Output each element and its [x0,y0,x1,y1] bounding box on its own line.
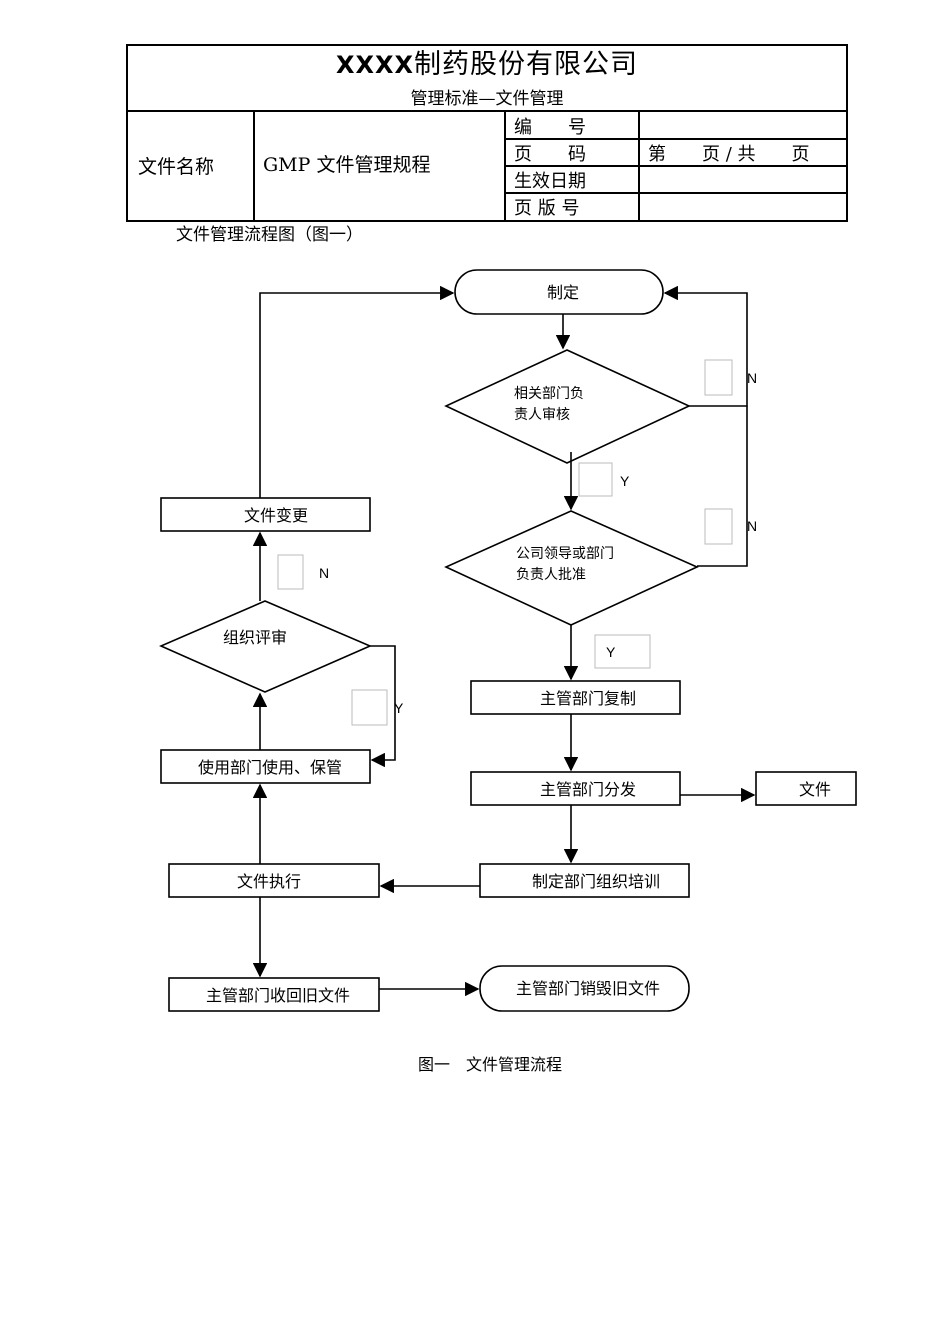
node-review-label-2: 责人审核 [514,407,570,423]
label-box [277,554,304,590]
node-review-label-1: 相关部门负 [514,386,584,402]
doc-name-value: GMP 文件管理规程 [263,154,431,176]
evaluate-diamond [159,600,373,693]
use-box [160,749,371,784]
divider [253,112,255,220]
destroy-terminator [479,965,690,1012]
node-copy-label: 主管部门复制 [540,689,636,708]
label-yes: Y [394,700,404,716]
connector [697,406,748,567]
node-start-label: 制定 [547,283,579,302]
execute-box [168,863,380,898]
company-prefix: XXXX [335,51,414,79]
label-box [704,508,733,545]
header-subtitle: 管理标准—文件管理 [410,89,564,109]
node-execute-label: 文件执行 [237,872,301,891]
node-file-label: 文件 [799,780,831,799]
label-no: N [747,518,757,534]
label-box [578,462,613,497]
training-box [479,863,690,898]
label-box [704,359,733,396]
node-recall-label: 主管部门收回旧文件 [206,986,350,1005]
copy-box [470,680,681,715]
node-change-label: 文件变更 [244,506,308,525]
file-box [755,771,857,806]
label-box [594,634,651,669]
node-use-label: 使用部门使用、保管 [198,758,342,777]
header-title-row: XXXX制药股份有限公司 管理标准—文件管理 [128,46,846,112]
change-box [160,497,371,532]
start-terminator [454,269,664,315]
node-approve-label-1: 公司领导或部门 [516,546,614,562]
divider [504,192,846,194]
document-header-table: XXXX制药股份有限公司 管理标准—文件管理 文件名称 GMP 文件管理规程 编… [126,44,848,222]
label-no: N [747,370,757,386]
field-label-page: 页 码 [514,144,586,165]
node-evaluate-label: 组织评审 [223,628,287,647]
flowchart-caption-bottom: 图一 文件管理流程 [418,1055,563,1074]
connector [663,285,748,407]
label-box [351,689,388,726]
recall-box [168,977,380,1012]
label-yes: Y [620,473,630,489]
label-no: N [319,565,329,581]
divider [504,138,846,140]
company-suffix: 制药股份有限公司 [414,49,638,80]
field-label-version: 页 版 号 [514,198,580,219]
company-name: XXXX制药股份有限公司 [128,42,846,81]
review-diamond [444,349,691,464]
connector [259,285,455,498]
node-training-label: 制定部门组织培训 [532,872,660,891]
distribute-box [470,771,681,806]
connector [370,645,396,768]
node-approve-label-2: 负责人批准 [516,567,586,583]
field-label-effective-date: 生效日期 [514,171,586,192]
field-value-page: 第 页 / 共 页 [648,144,810,165]
doc-name-label: 文件名称 [138,156,215,178]
label-yes: Y [606,644,616,660]
node-distribute-label: 主管部门分发 [540,780,636,799]
flowchart-caption-top: 文件管理流程图（图一） [176,225,363,245]
node-destroy-label: 主管部门销毁旧文件 [516,979,660,998]
divider [504,165,846,167]
field-label-number: 编 号 [514,117,586,138]
